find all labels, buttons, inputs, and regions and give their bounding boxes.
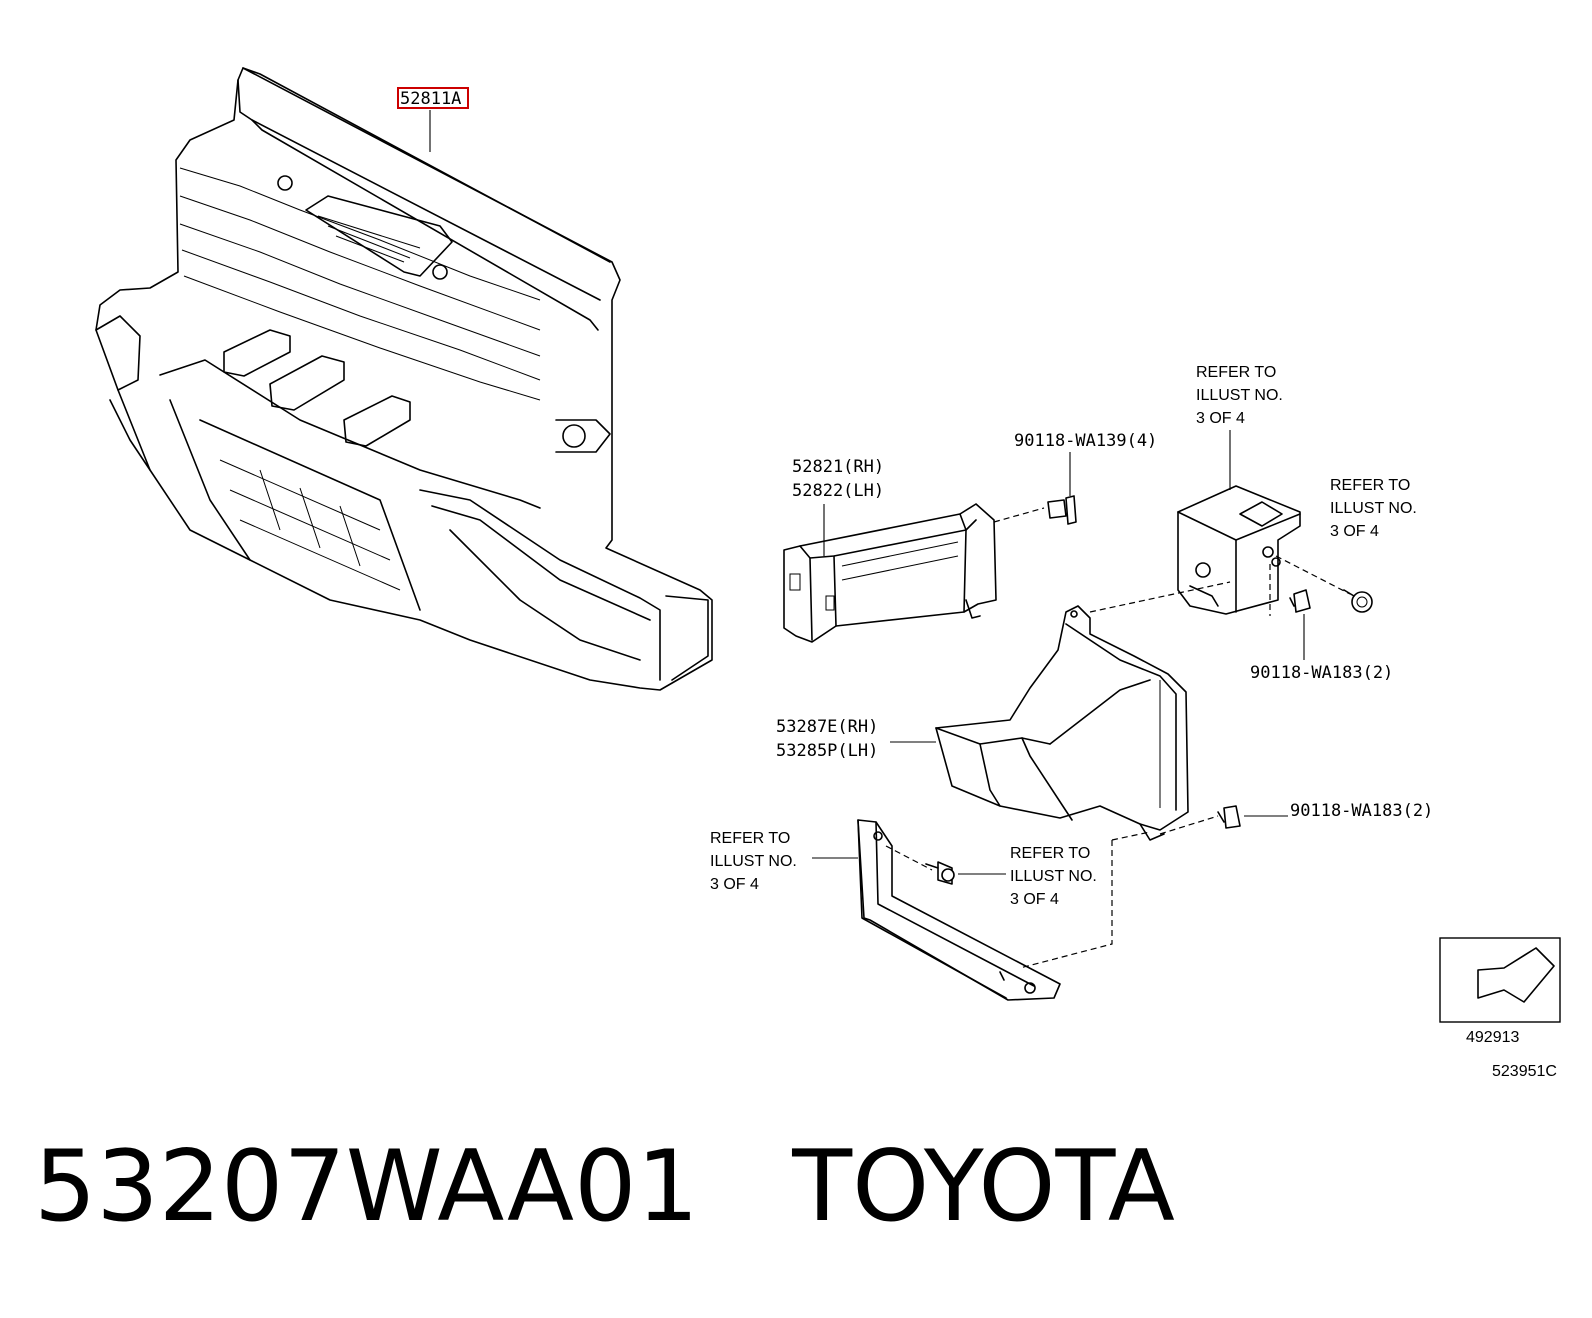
caption-brand: TOYOTA [792, 1130, 1175, 1244]
arrow-icon [1477, 947, 1555, 1003]
upper-bracket: REFER TO ILLUST NO. 3 OF 4 [1177, 364, 1301, 615]
guide-part-lh-label: 53285P(LH) [776, 741, 878, 761]
clip-right-label: 90118-WA183(2) [1250, 663, 1393, 683]
orientation-legend-box: 492913 [1439, 937, 1561, 1046]
clip-right: 90118-WA183(2) [1089, 564, 1393, 683]
main-part-highlight [397, 87, 469, 109]
guide-part-rh-label: 53287E(RH) [776, 717, 878, 737]
caption-part-number: 53207WAA01 [34, 1130, 699, 1244]
right-bolt: REFER TO ILLUST NO. 3 OF 4 [1275, 477, 1417, 613]
refer-lower-left-line3: 3 OF 4 [710, 876, 759, 893]
clip-top: 90118-WA139(4) [993, 431, 1157, 525]
clip-lower: 90118-WA183(2) [1159, 801, 1433, 835]
legend-code: 492913 [1466, 1029, 1519, 1046]
lower-bolt: REFER TO ILLUST NO. 3 OF 4 [885, 831, 1151, 969]
refer-lower-left-line1: REFER TO [710, 830, 790, 847]
clip-top-label: 90118-WA139(4) [1014, 431, 1157, 451]
caption: 53207WAA01 TOYOTA [34, 1138, 1175, 1236]
figure-code: 523951C [1492, 1063, 1557, 1080]
duct-part-rh-label: 52821(RH) [792, 457, 884, 477]
refer-right-bolt-line2: ILLUST NO. [1330, 500, 1417, 517]
refer-lower-center-line1: REFER TO [1010, 845, 1090, 862]
clip-lower-label: 90118-WA183(2) [1290, 801, 1433, 821]
refer-lower-left-line2: ILLUST NO. [710, 853, 797, 870]
refer-lower-center-line3: 3 OF 4 [1010, 891, 1059, 908]
refer-right-bolt-line1: REFER TO [1330, 477, 1410, 494]
air-guide-part: 53287E(RH) 53285P(LH) [776, 605, 1189, 841]
refer-top-bracket-line1: REFER TO [1196, 364, 1276, 381]
refer-top-bracket-line2: ILLUST NO. [1196, 387, 1283, 404]
duct-part-lh-label: 52822(LH) [792, 481, 884, 501]
refer-top-bracket-line3: 3 OF 4 [1196, 410, 1245, 427]
radiator-support-seal-assembly [95, 67, 713, 691]
lower-bracket: REFER TO ILLUST NO. 3 OF 4 [710, 819, 1061, 1001]
main-part-label: 52811A [400, 89, 461, 109]
air-duct-part: 52821(RH) 52822(LH) [783, 457, 997, 643]
refer-right-bolt-line3: 3 OF 4 [1330, 523, 1379, 540]
refer-lower-center-line2: ILLUST NO. [1010, 868, 1097, 885]
